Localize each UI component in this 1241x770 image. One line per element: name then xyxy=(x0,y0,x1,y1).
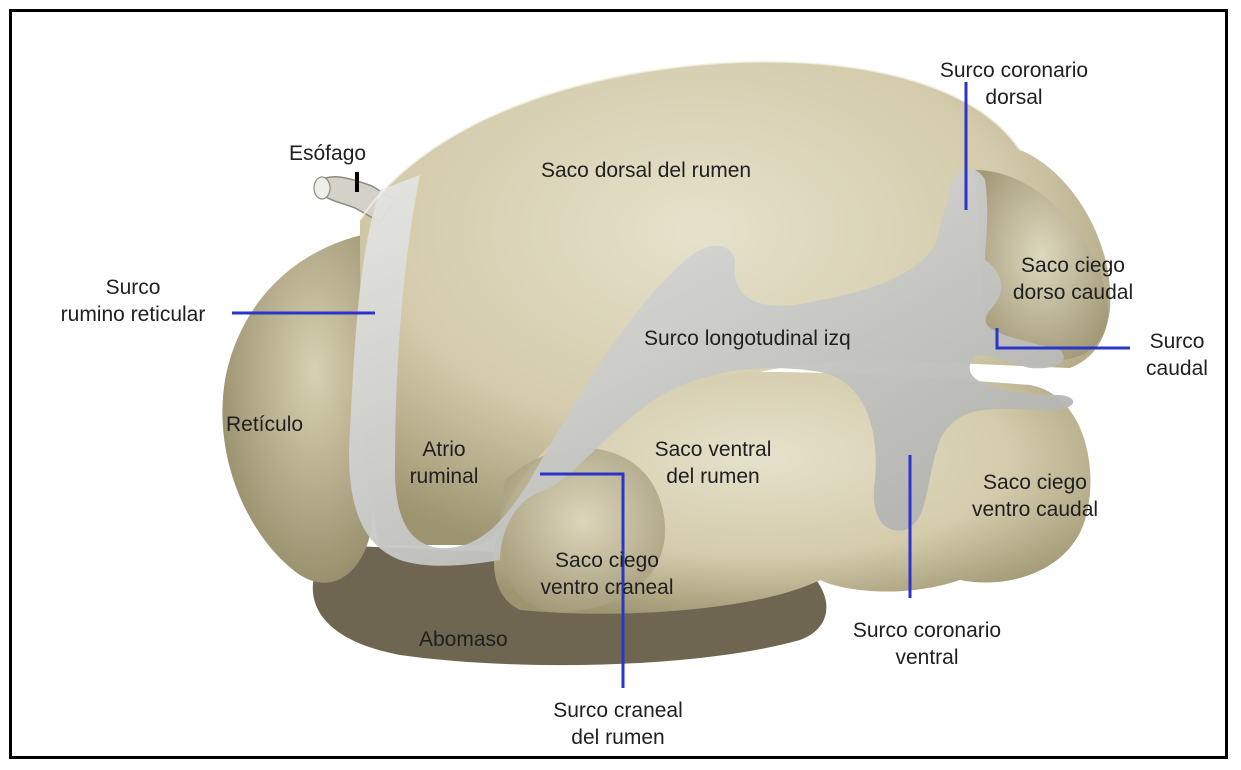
label-surco-coronario-dorsal-line2: dorsal xyxy=(925,84,1103,111)
label-esofago: Esófago xyxy=(289,140,366,167)
label-saco-dorsal-text: Saco dorsal del rumen xyxy=(541,157,751,184)
label-atrio-ruminal: Atrio ruminal xyxy=(396,436,492,490)
label-surco-craneal: Surco craneal del rumen xyxy=(520,697,716,751)
label-surco-rumino-line1: Surco xyxy=(33,274,233,301)
label-saco-ciego-ventro-craneal-line1: Saco ciego xyxy=(512,547,702,574)
label-saco-dorsal: Saco dorsal del rumen xyxy=(541,157,751,184)
label-surco-caudal-line1: Surco xyxy=(1125,328,1229,355)
label-saco-ciego-dorso-caudal: Saco ciego dorso caudal xyxy=(998,252,1148,306)
label-saco-ciego-ventro-caudal-line2: ventro caudal xyxy=(950,496,1120,523)
label-surco-coronario-ventral: Surco coronario ventral xyxy=(822,617,1032,671)
label-surco-rumino-line2: rumino reticular xyxy=(33,301,233,328)
label-saco-ciego-ventro-craneal-line2: ventro craneal xyxy=(512,574,702,601)
label-surco-craneal-line2: del rumen xyxy=(520,724,716,751)
label-surco-caudal: Surco caudal xyxy=(1125,328,1229,382)
label-surco-longitudinal-text: Surco longotudinal izq xyxy=(644,325,851,352)
label-saco-ventral-line1: Saco ventral xyxy=(628,436,798,463)
label-surco-longitudinal: Surco longotudinal izq xyxy=(644,325,851,352)
label-saco-ciego-dorso-line2: dorso caudal xyxy=(998,279,1148,306)
label-surco-coronario-dorsal-line1: Surco coronario xyxy=(925,57,1103,84)
label-saco-ciego-dorso-line1: Saco ciego xyxy=(998,252,1148,279)
label-atrio-line2: ruminal xyxy=(396,463,492,490)
label-surco-coronario-dorsal: Surco coronario dorsal xyxy=(925,57,1103,111)
label-surco-craneal-line1: Surco craneal xyxy=(520,697,716,724)
label-reticulo-text: Retículo xyxy=(226,411,303,438)
label-surco-caudal-line2: caudal xyxy=(1125,355,1229,382)
label-surco-coronario-ventral-line1: Surco coronario xyxy=(822,617,1032,644)
label-saco-ventral: Saco ventral del rumen xyxy=(628,436,798,490)
label-saco-ciego-ventro-caudal: Saco ciego ventro caudal xyxy=(950,469,1120,523)
label-saco-ciego-ventro-craneal: Saco ciego ventro craneal xyxy=(512,547,702,601)
label-abomaso-text: Abomaso xyxy=(419,626,508,653)
label-saco-ciego-ventro-caudal-line1: Saco ciego xyxy=(950,469,1120,496)
label-abomaso: Abomaso xyxy=(419,626,508,653)
label-surco-rumino-reticular: Surco rumino reticular xyxy=(33,274,233,328)
label-reticulo: Retículo xyxy=(226,411,303,438)
label-surco-coronario-ventral-line2: ventral xyxy=(822,644,1032,671)
label-saco-ventral-line2: del rumen xyxy=(628,463,798,490)
label-atrio-line1: Atrio xyxy=(396,436,492,463)
label-esofago-text: Esófago xyxy=(289,140,366,167)
